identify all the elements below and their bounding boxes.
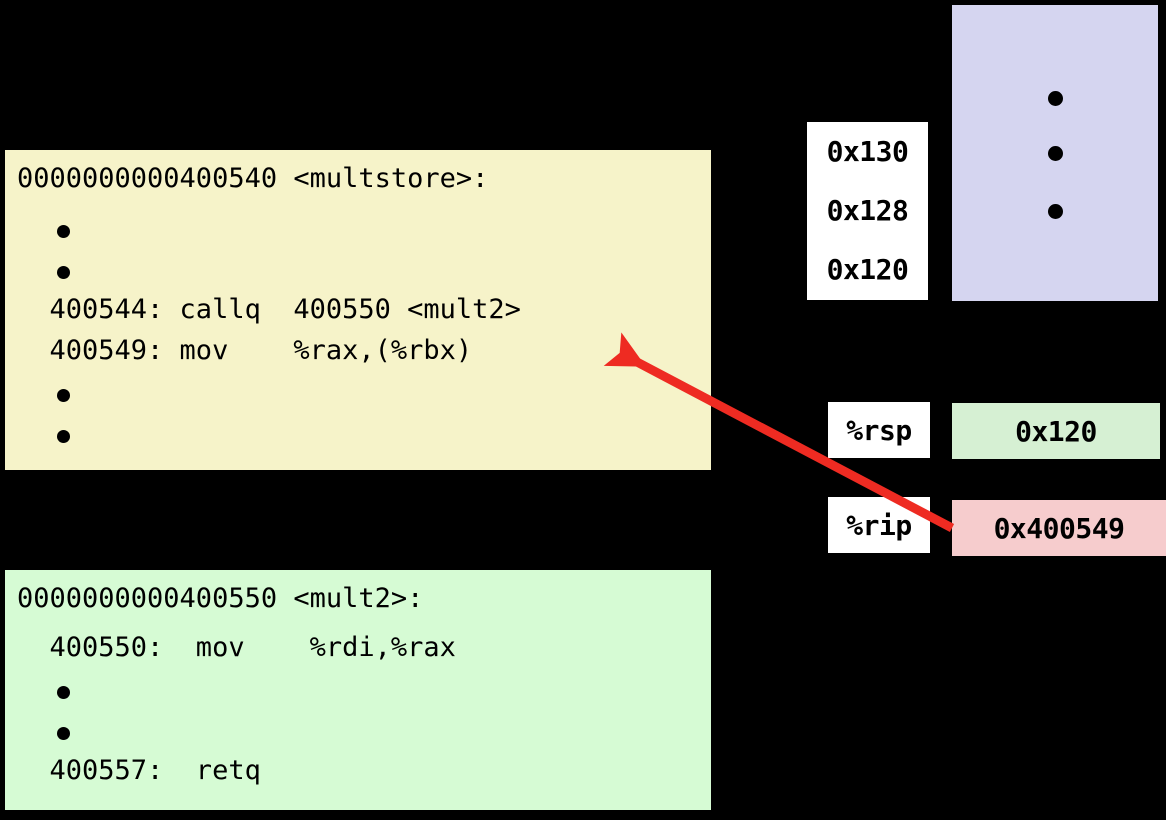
register-value-rsp: 0x120 [952, 403, 1160, 459]
multstore-ellipsis-bullet [5, 371, 711, 412]
mult2-ellipsis-bullet [5, 668, 711, 709]
multstore-code-panel: 0000000000400540 <multstore>: 400544: ca… [5, 150, 711, 470]
stack-address-0x120: 0x120 [826, 253, 909, 287]
stack-address-0x128: 0x128 [826, 193, 909, 227]
register-label-rip: %rip [828, 497, 930, 553]
mult2-ellipsis-bullet [5, 709, 711, 750]
stack-address-0x130: 0x130 [826, 134, 909, 168]
register-label-rsp: %rsp [828, 402, 930, 458]
multstore-code-line: 400544: callq 400550 <mult2> [17, 294, 521, 325]
stack-dot [1048, 91, 1063, 106]
multstore-code-line: 400549: mov %rax,(%rbx) [17, 335, 473, 366]
stack-memory-block [952, 5, 1158, 301]
multstore-ellipsis-bullet [5, 248, 711, 289]
multstore-ellipsis-bullet [5, 207, 711, 248]
mult2-code-panel: 0000000000400550 <mult2>: 400550: mov %r… [5, 570, 711, 810]
stack-dot [1048, 146, 1063, 161]
multstore-code-line: 0000000000400540 <multstore>: [17, 163, 489, 194]
mult2-code-line: 400557: retq [17, 755, 261, 786]
mult2-code-line: 0000000000400550 <mult2>: [17, 583, 424, 614]
stack-address-labels: 0x130 0x128 0x120 [807, 122, 928, 300]
mult2-code-line: 400550: mov %rdi,%rax [17, 632, 456, 663]
multstore-ellipsis-bullet [5, 412, 711, 453]
stack-dot [1048, 204, 1063, 219]
register-value-rip: 0x400549 [952, 500, 1166, 556]
